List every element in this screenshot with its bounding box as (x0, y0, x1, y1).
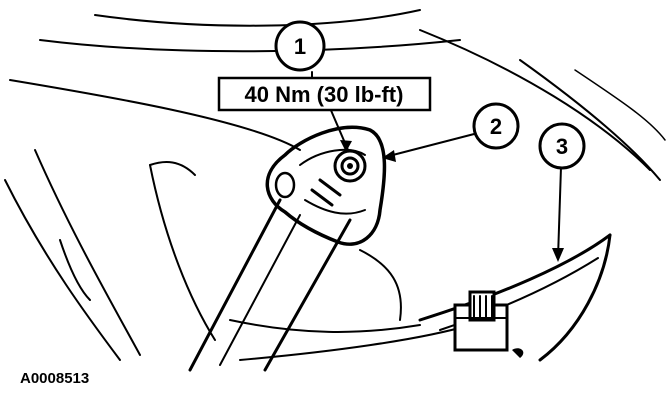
background-line-art (4, 9, 666, 361)
callout-2-label: 2 (490, 114, 502, 139)
torque-spec-box: 40 Nm (30 lb-ft) (217, 76, 432, 112)
callout-1: 1 (274, 20, 326, 72)
trim-panel (418, 233, 612, 362)
leader-lines (311, 71, 564, 262)
callout-2: 2 (472, 102, 520, 150)
trim-clip (453, 290, 509, 352)
callout-3-label: 3 (556, 134, 568, 159)
seat-belt-anchor-plate (265, 125, 387, 246)
seat-belt-webbing (188, 198, 352, 372)
figure-code: A0008513 (20, 370, 89, 387)
anchor-bolt (333, 149, 367, 183)
torque-spec-label: 40 Nm (30 lb-ft) (245, 82, 404, 107)
callout-1-label: 1 (294, 34, 306, 59)
callout-3: 3 (538, 122, 586, 170)
